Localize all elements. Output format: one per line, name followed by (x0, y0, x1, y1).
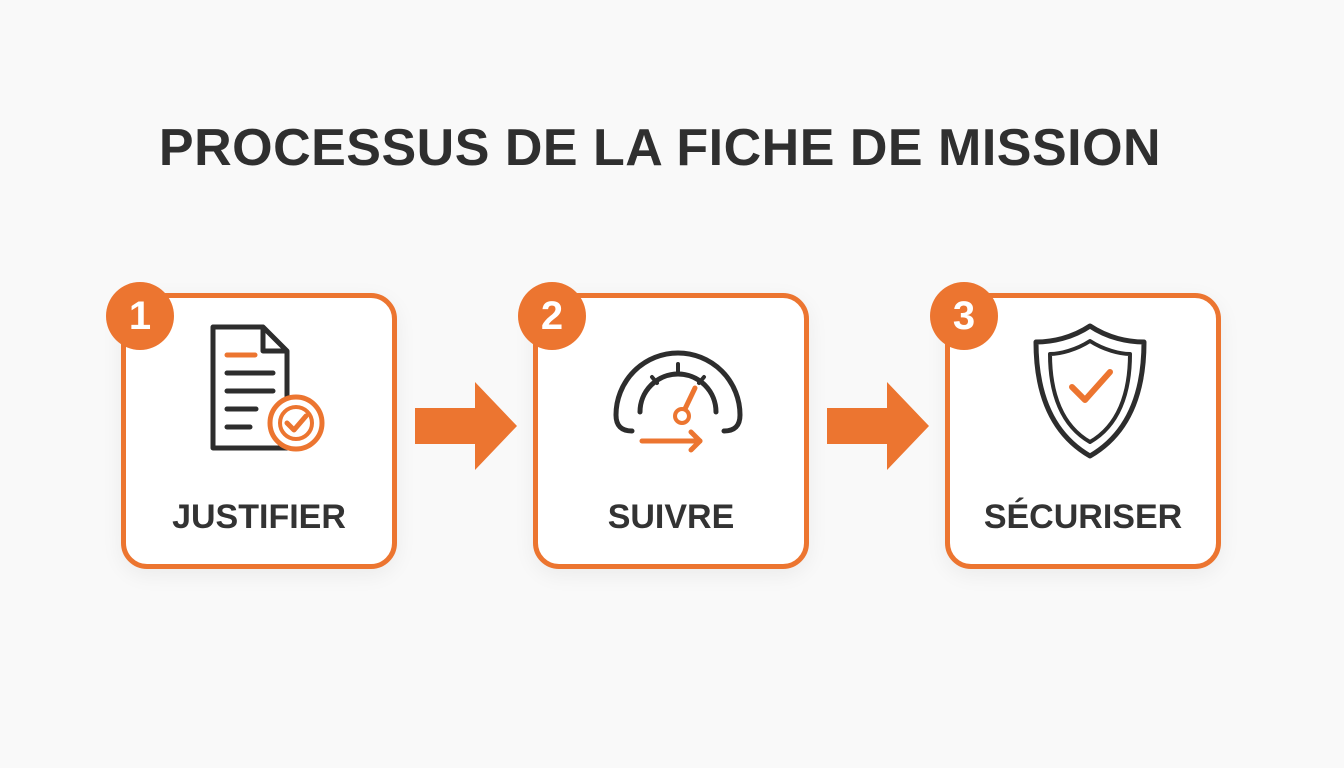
document-check-icon (210, 324, 325, 452)
step-label: JUSTIFIER (172, 498, 346, 536)
shield-check-icon (1033, 323, 1147, 459)
arrow-right-icon (827, 382, 929, 470)
step-card-securiser: 3 SÉCURISER (930, 282, 1221, 569)
diagram-title: PROCESSUS DE LA FICHE DE MISSION (158, 119, 1162, 177)
step-number-badge: 2 (518, 282, 586, 350)
step-number-badge: 1 (106, 282, 174, 350)
step-label: SÉCURISER (983, 498, 1183, 536)
arrow-right-icon (415, 382, 517, 470)
speedometer-icon (613, 350, 743, 453)
step-label: SUIVRE (607, 498, 735, 536)
step-card-suivre: 2 SUIVRE (518, 282, 809, 569)
step-number-badge: 3 (930, 282, 998, 350)
step-card-justifier: 1 JUSTIFIER (106, 282, 397, 569)
